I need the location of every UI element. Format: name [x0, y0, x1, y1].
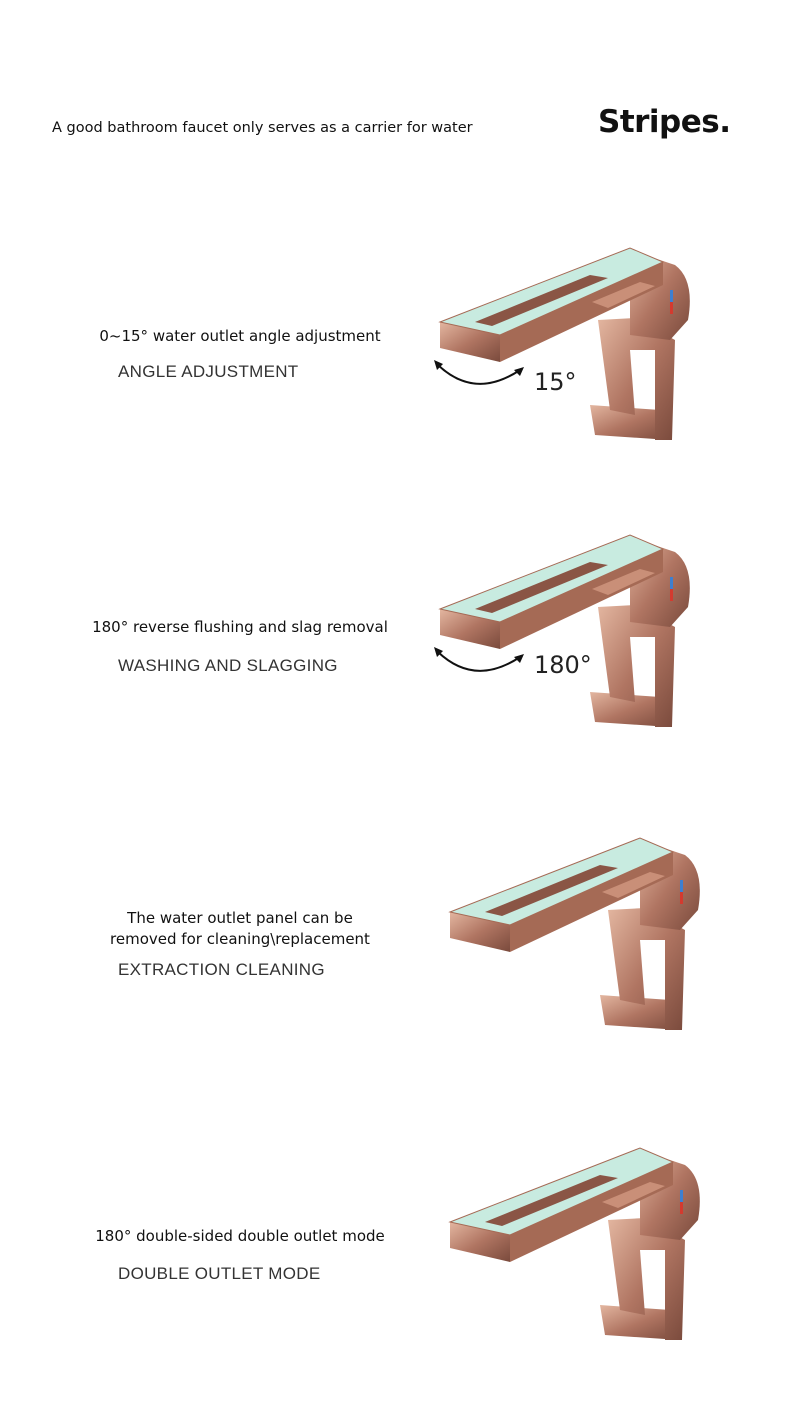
- title-line: The water outlet panel can be: [127, 909, 353, 927]
- feature-subtitle-double: DOUBLE OUTLET MODE: [118, 1264, 321, 1283]
- feature-subtitle-extraction: EXTRACTION CLEANING: [118, 960, 325, 979]
- feature-subtitle-angle: ANGLE ADJUSTMENT: [118, 362, 299, 381]
- rotate-arrow-icon: [437, 651, 521, 672]
- tagline: A good bathroom faucet only serves as a …: [52, 120, 473, 136]
- feature-title-washing: 180° reverse flushing and slag removal: [92, 618, 388, 636]
- faucet-image-angle: 15°: [434, 247, 691, 441]
- brand-logo: Stripes.: [598, 104, 731, 140]
- angle-label: 180°: [534, 651, 592, 679]
- feature-title-double: 180° double-sided double outlet mode: [95, 1227, 385, 1245]
- faucet-image-washing: 180°: [434, 534, 691, 728]
- faucet-image-double: [449, 1147, 701, 1341]
- feature-title-angle: 0~15° water outlet angle adjustment: [99, 327, 381, 345]
- angle-label: 15°: [534, 368, 577, 396]
- feature-subtitle-washing: WASHING AND SLAGGING: [118, 656, 338, 675]
- title-line: removed for cleaning\replacement: [110, 930, 370, 948]
- feature-title-extraction: The water outlet panel can be removed fo…: [80, 908, 400, 950]
- rotate-arrow-icon: [437, 364, 521, 385]
- faucet-image-extraction: [449, 837, 701, 1031]
